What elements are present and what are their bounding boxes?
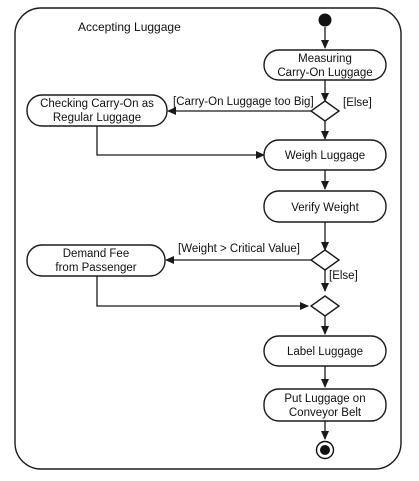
action-weigh-luggage: Weigh Luggage <box>263 139 387 171</box>
final-node <box>315 440 335 460</box>
svg-text:Put Luggage on: Put Luggage on <box>284 393 365 405</box>
action-checking-carry-on-as-regular-luggage: Checking Carry-On as Regular Luggage <box>26 94 168 127</box>
activity-title: Accepting Luggage <box>78 20 181 34</box>
guard-else-1: [Else] <box>343 97 372 109</box>
svg-text:Conveyor Belt: Conveyor Belt <box>289 407 362 419</box>
edge-demand-to-merge <box>96 275 309 310</box>
svg-text:Verify Weight: Verify Weight <box>291 202 359 214</box>
svg-text:Weigh Luggage: Weigh Luggage <box>285 150 365 162</box>
svg-text:Regular Luggage: Regular Luggage <box>53 112 141 124</box>
action-demand-fee-from-passenger: Demand Fee from Passenger <box>26 244 166 277</box>
decision-node-carry-on-size <box>309 100 341 122</box>
svg-text:from Passenger: from Passenger <box>55 262 136 274</box>
svg-text:Checking Carry-On as: Checking Carry-On as <box>40 98 154 110</box>
action-label-luggage: Label Luggage <box>263 335 387 367</box>
svg-text:Demand Fee: Demand Fee <box>63 248 129 260</box>
edge-checking-to-weigh <box>96 126 265 159</box>
action-verify-weight: Verify Weight <box>263 190 387 223</box>
svg-text:Carry-On Luggage: Carry-On Luggage <box>277 67 372 79</box>
edges <box>96 27 329 440</box>
guard-weight-above-critical: [Weight > Critical Value] <box>178 243 300 255</box>
merge-node <box>309 295 341 317</box>
decision-node-weight-check <box>309 249 341 271</box>
initial-node <box>318 13 332 27</box>
guard-else-2: [Else] <box>329 270 358 282</box>
action-measuring-carry-on-luggage: Measuring Carry-On Luggage <box>263 49 387 81</box>
action-put-luggage-on-conveyor-belt: Put Luggage on Conveyor Belt <box>263 388 387 422</box>
guard-carry-on-too-big: [Carry-On Luggage too Big] <box>173 96 314 108</box>
svg-text:Measuring: Measuring <box>298 53 352 65</box>
svg-text:Label Luggage: Label Luggage <box>287 346 363 358</box>
